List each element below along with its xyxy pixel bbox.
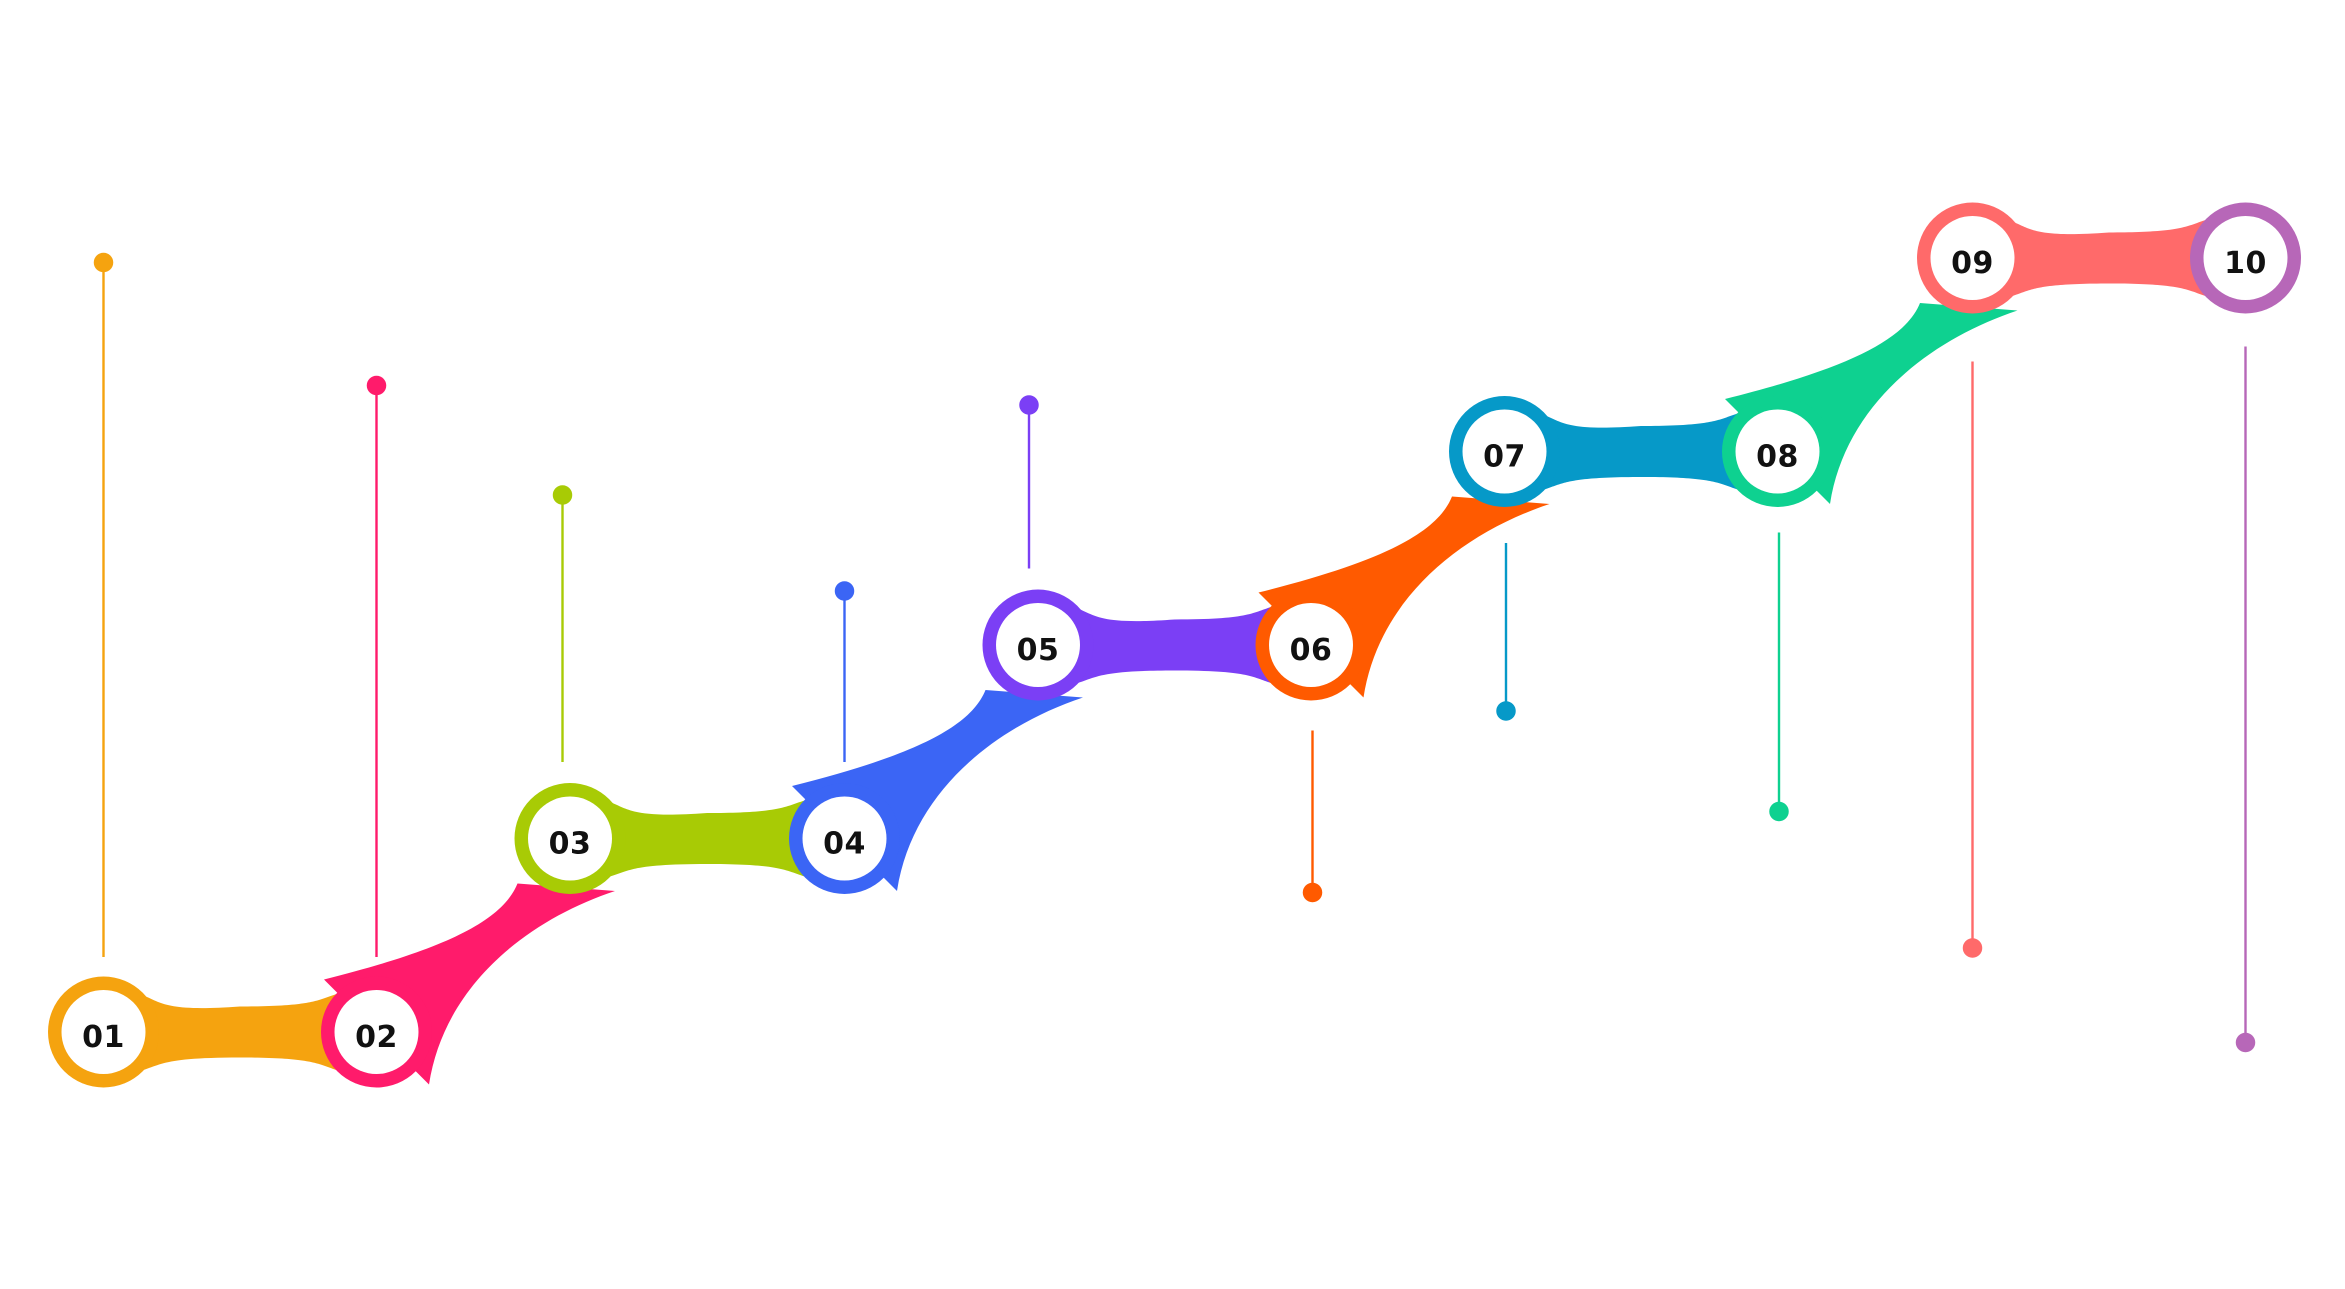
- step-center: [2203, 216, 2288, 300]
- marker-pin-9: [1962, 361, 1983, 958]
- step-connectors: [103, 213, 2246, 1085]
- marker-pin-10: [2235, 346, 2256, 1053]
- marker-dot: [552, 485, 573, 505]
- step-node-10: 10: [2190, 202, 2301, 314]
- marker-pin-4: [834, 581, 855, 762]
- marker-dot: [1302, 882, 1323, 903]
- step-center: [334, 990, 419, 1074]
- step-label: 05: [1017, 633, 1060, 668]
- step-node-4: 04: [789, 783, 900, 894]
- marker-pin-2: [366, 375, 387, 957]
- marker-pin-3: [552, 485, 573, 762]
- step-label: 06: [1290, 633, 1333, 668]
- step-nodes: 01 02 03 04 05 06 07 08 09 10: [48, 202, 2301, 1088]
- step-label: 01: [82, 1020, 125, 1055]
- marker-dot: [834, 581, 855, 601]
- marker-dot: [2235, 1032, 2256, 1053]
- marker-pins: [93, 252, 2256, 1053]
- marker-dot: [93, 252, 114, 273]
- marker-pin-8: [1769, 532, 1789, 822]
- step-center: [528, 796, 612, 881]
- connector-7-8: [1504, 406, 1778, 497]
- step-center: [1735, 409, 1820, 494]
- step-node-7: 07: [1449, 396, 1560, 507]
- step-center: [1930, 216, 2015, 300]
- marker-pin-5: [1019, 395, 1039, 569]
- step-center: [1462, 409, 1547, 494]
- step-label: 02: [355, 1020, 398, 1055]
- step-center: [61, 990, 146, 1074]
- step-node-6: 06: [1255, 589, 1367, 701]
- step-node-1: 01: [48, 976, 159, 1088]
- marker-dot: [366, 375, 387, 396]
- step-node-5: 05: [982, 589, 1094, 701]
- marker-dot: [1962, 938, 1983, 958]
- connector-9-10: [1972, 213, 2246, 303]
- step-node-8: 08: [1722, 396, 1833, 507]
- marker-dot: [1769, 801, 1789, 822]
- step-label: 04: [823, 827, 866, 862]
- step-center: [996, 603, 1080, 687]
- step-node-3: 03: [514, 783, 626, 894]
- step-label: 08: [1756, 440, 1799, 475]
- step-label: 03: [549, 827, 592, 862]
- step-center: [802, 796, 887, 881]
- marker-pin-1: [93, 252, 114, 957]
- step-node-2: 02: [321, 976, 432, 1088]
- step-label: 09: [1951, 246, 1994, 281]
- marker-dot: [1496, 701, 1516, 721]
- marker-pin-7: [1496, 543, 1516, 721]
- connector-1-2: [103, 987, 377, 1077]
- connector-5-6: [1038, 600, 1311, 690]
- step-label: 07: [1483, 440, 1526, 475]
- marker-dot: [1019, 395, 1039, 415]
- marker-pin-6: [1302, 730, 1323, 903]
- step-node-9: 09: [1917, 202, 2028, 314]
- connector-3-4: [570, 793, 845, 884]
- step-label: 10: [2224, 246, 2267, 281]
- step-center: [1269, 603, 1353, 687]
